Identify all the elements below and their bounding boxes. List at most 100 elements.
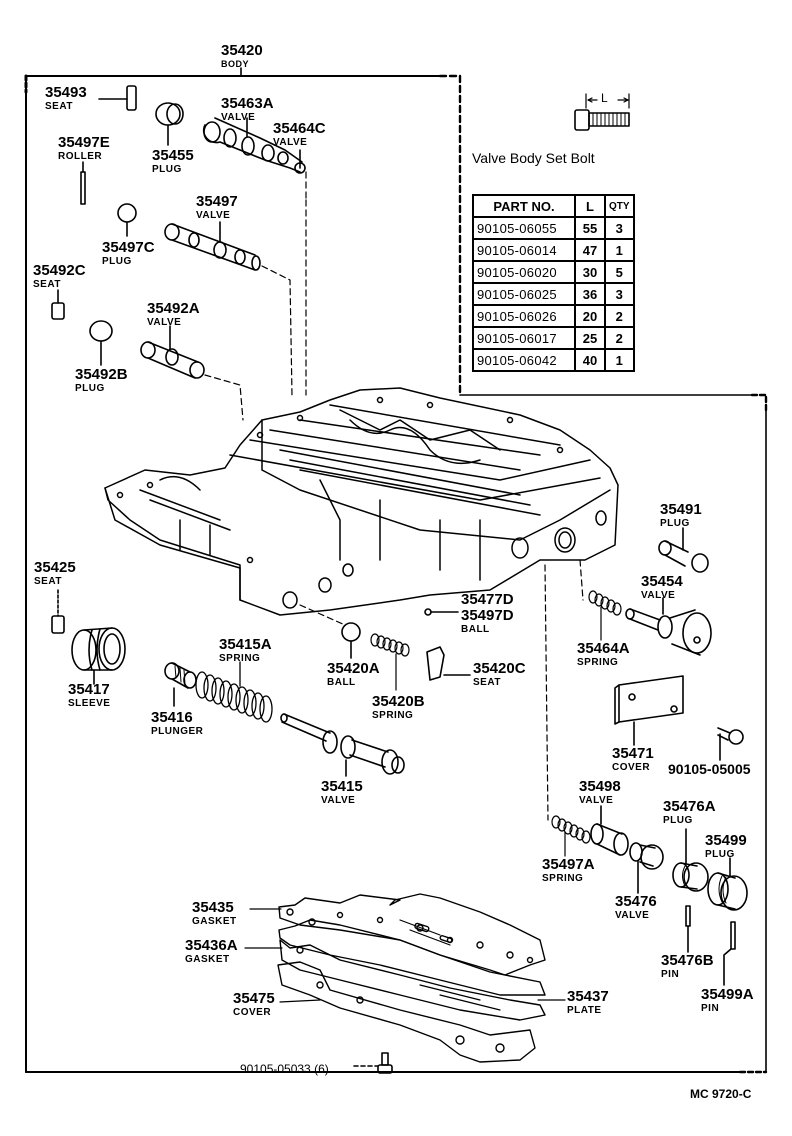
- part-label-35415[interactable]: 35415 VALVE: [321, 779, 363, 806]
- part-number: 35415: [321, 778, 363, 795]
- part-number: 35420C: [473, 660, 526, 677]
- valve-35415-part: [280, 713, 405, 777]
- cell-length: 47: [574, 238, 606, 262]
- part-label-35464C[interactable]: 35464C VALVE: [273, 121, 326, 148]
- part-name: PLUG: [705, 849, 735, 860]
- part-name: BODY: [221, 59, 250, 69]
- part-label-35415A[interactable]: 35415A SPRING: [219, 637, 272, 664]
- part-label-35497A[interactable]: 35497A SPRING: [542, 857, 595, 884]
- valve-35498-part: [590, 805, 629, 856]
- cell-qty: 2: [604, 304, 635, 328]
- part-label-35437[interactable]: 35437 PLATE: [567, 989, 609, 1016]
- part-label-35471[interactable]: 35471 COVER: [612, 746, 654, 773]
- valve-body-casting: [104, 387, 619, 616]
- part-name: VALVE: [641, 590, 676, 601]
- part-name: PLATE: [567, 1005, 602, 1016]
- part-label-90105-05005[interactable]: 90105-05005: [668, 762, 751, 778]
- part-label-35464A[interactable]: 35464A SPRING: [577, 641, 630, 668]
- part-name: BALL: [461, 624, 490, 635]
- bolt-table: PART NO. L QTY 90105-06055 55 3 90105-06…: [472, 194, 635, 372]
- part-label-35497C[interactable]: 35497C PLUG: [102, 240, 155, 267]
- cell-qty: 3: [604, 282, 635, 306]
- part-label-35435[interactable]: 35435 GASKET: [192, 900, 237, 927]
- part-name: PLUG: [660, 518, 690, 529]
- assembly-boundary: [24, 67, 768, 1074]
- part-label-35420: 35420 BODY: [221, 43, 263, 69]
- part-number: 35464C: [273, 120, 326, 137]
- part-label-90105-05033[interactable]: 90105-05033 (6): [240, 1061, 329, 1077]
- cell-qty: 2: [604, 326, 635, 350]
- part-name: BALL: [327, 677, 356, 688]
- part-number: 35417: [68, 681, 110, 698]
- part-label-35476A[interactable]: 35476A PLUG: [663, 799, 716, 826]
- spring-35497A-part: [551, 815, 591, 857]
- part-number: 35435: [192, 899, 234, 916]
- plug-35499-part: [707, 857, 748, 911]
- seat-35420C-part: [426, 646, 471, 681]
- part-label-35499[interactable]: 35499 PLUG: [705, 833, 747, 860]
- part-label-35491[interactable]: 35491 PLUG: [660, 502, 702, 529]
- part-name: SEAT: [473, 677, 501, 688]
- part-label-35477D[interactable]: 35477D: [461, 592, 514, 608]
- cell-qty: 1: [604, 348, 635, 372]
- part-name: VALVE: [147, 317, 182, 328]
- part-label-35497D[interactable]: 35497D BALL: [461, 608, 514, 635]
- part-number: 35425: [34, 559, 76, 576]
- part-name: PLUG: [75, 383, 105, 394]
- part-label-35420B[interactable]: 35420B SPRING: [372, 694, 425, 721]
- part-label-35492C[interactable]: 35492C SEAT: [33, 263, 86, 290]
- part-number: 35499: [705, 832, 747, 849]
- part-name: SLEEVE: [68, 698, 111, 709]
- part-label-35497E[interactable]: 35497E ROLLER: [58, 135, 110, 162]
- part-label-35476B[interactable]: 35476B PIN: [661, 953, 714, 980]
- part-label-35493[interactable]: 35493 SEAT: [45, 85, 87, 112]
- gasket-plate-stack: [277, 893, 546, 1063]
- part-name: ROLLER: [58, 151, 103, 162]
- part-label-35497[interactable]: 35497 VALVE: [196, 194, 238, 221]
- part-label-35425[interactable]: 35425 SEAT: [34, 560, 76, 587]
- part-label-35416[interactable]: 35416 PLUNGER: [151, 710, 203, 737]
- cover-35471-part: [614, 675, 684, 746]
- bolt-icon: [574, 93, 630, 131]
- part-label-35420A[interactable]: 35420A BALL: [327, 661, 380, 688]
- cell-part-no: 90105-06026: [472, 304, 576, 328]
- part-label-35492A[interactable]: 35492A VALVE: [147, 301, 200, 328]
- valve-35497-part: [164, 221, 293, 396]
- table-row: 90105-06055 55 3: [472, 216, 635, 240]
- part-label-35498[interactable]: 35498 VALVE: [579, 779, 621, 806]
- plug-35455-part: [155, 102, 184, 146]
- part-label-35420C[interactable]: 35420C SEAT: [473, 661, 526, 688]
- plunger-35416-part: [164, 662, 197, 707]
- table-row: 90105-06017 25 2: [472, 326, 635, 350]
- cell-part-no: 90105-06014: [472, 238, 576, 262]
- part-number: 35497A: [542, 856, 595, 873]
- part-name: SPRING: [219, 653, 261, 664]
- seat-35425-part: [51, 589, 65, 634]
- part-label-35499A[interactable]: 35499A PIN: [701, 987, 754, 1014]
- table-row: 90105-06020 30 5: [472, 260, 635, 284]
- table-row: 90105-06042 40 1: [472, 348, 635, 372]
- part-label-35454[interactable]: 35454 VALVE: [641, 574, 683, 601]
- part-label-35436A[interactable]: 35436A GASKET: [185, 938, 238, 965]
- part-number: 35475: [233, 990, 275, 1007]
- part-number: 35454: [641, 573, 683, 590]
- part-name: SPRING: [372, 710, 414, 721]
- header-part-no: PART NO.: [472, 194, 576, 218]
- cell-part-no: 90105-06017: [472, 326, 576, 350]
- part-label-35476[interactable]: 35476 VALVE: [615, 894, 657, 921]
- pin-35476B-part: [685, 905, 691, 953]
- part-label-35475[interactable]: 35475 COVER: [233, 991, 275, 1018]
- cell-part-no: 90105-06042: [472, 348, 576, 372]
- cell-length: 36: [574, 282, 606, 306]
- part-label-35455[interactable]: 35455 PLUG: [152, 148, 194, 175]
- valve-35463A-part: [202, 117, 307, 396]
- part-label-35492B[interactable]: 35492B PLUG: [75, 367, 128, 394]
- part-label-35417[interactable]: 35417 SLEEVE: [68, 682, 110, 709]
- part-name: SEAT: [34, 576, 62, 587]
- bolt-dimension-label: L: [601, 91, 608, 105]
- bolt-table-header: PART NO. L QTY: [472, 194, 635, 218]
- part-name: PLUG: [102, 256, 132, 267]
- part-number: 35492C: [33, 262, 86, 279]
- part-label-35463A[interactable]: 35463A VALVE: [221, 96, 274, 123]
